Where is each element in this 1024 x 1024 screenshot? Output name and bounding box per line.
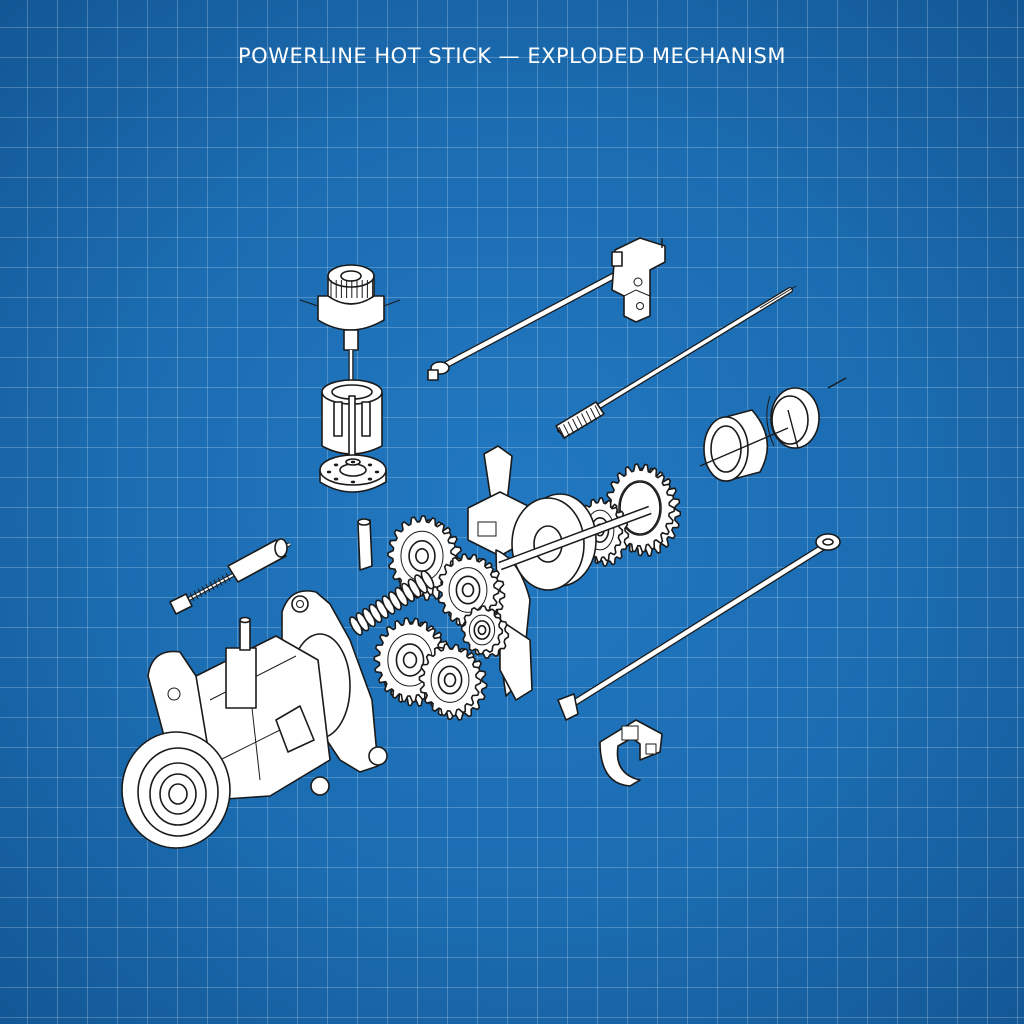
bushing-cap (766, 377, 847, 449)
rod-thread-lines (558, 405, 602, 440)
long-pushrod (557, 533, 841, 721)
slotted-collar (321, 379, 383, 457)
jaw-hub-assembly (467, 445, 652, 701)
top-clamp-knob (299, 264, 401, 395)
cluster-gear-small (460, 605, 510, 659)
cluster-gear-bottom (418, 643, 488, 721)
gear-cluster (373, 515, 510, 721)
page-title: POWERLINE HOT STICK — EXPLODED MECHANISM (238, 44, 786, 68)
flange-bolt-holes (326, 460, 380, 484)
compression-spring (349, 570, 435, 636)
u-bracket-clip (599, 719, 663, 787)
main-housing (121, 590, 388, 849)
round-flange (319, 454, 387, 493)
knob-ribs (330, 280, 374, 298)
small-cylinder-pin (169, 538, 291, 615)
long-rod-with-bracket (427, 237, 666, 381)
threaded-rod (555, 285, 797, 440)
bushing-sleeve (699, 409, 789, 482)
dowel-pin (357, 518, 373, 571)
